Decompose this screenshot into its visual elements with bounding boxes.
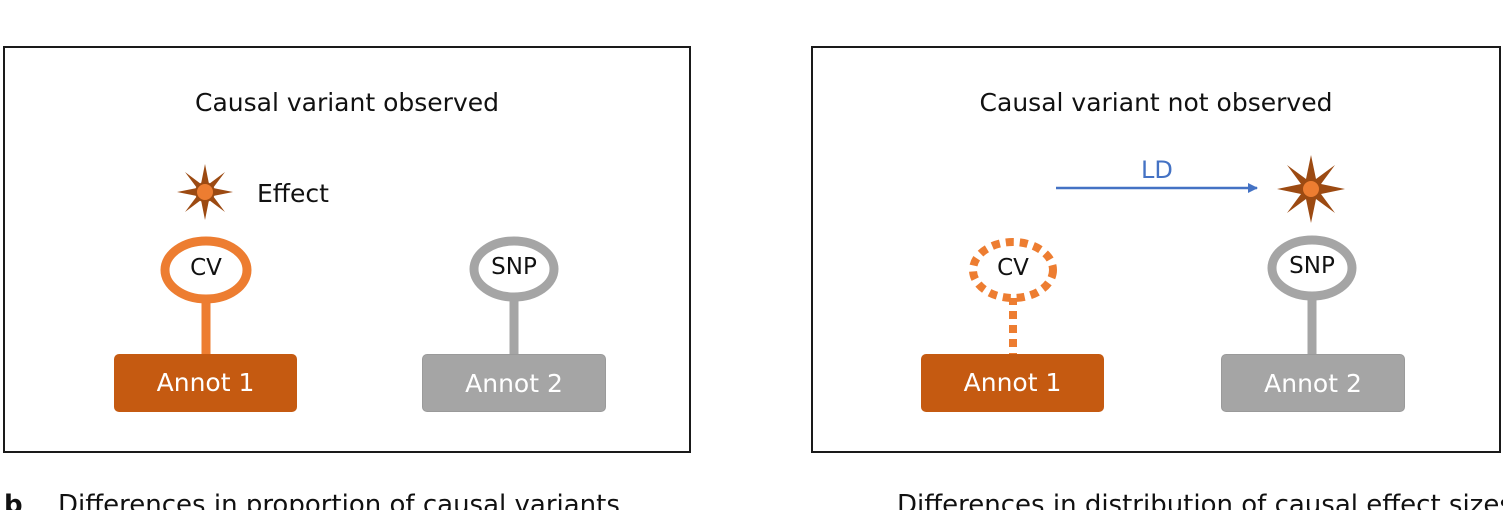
right-caption-partial: Differences in distribution of causal ef… bbox=[897, 490, 1503, 510]
left-caption-partial: Differences in proportion of causal vari… bbox=[58, 490, 620, 510]
panel-letter-b: b bbox=[4, 490, 23, 510]
cv-ring-dashed bbox=[969, 238, 1057, 302]
annot-2-box: Annot 2 bbox=[422, 354, 606, 412]
snp-label: SNP bbox=[1289, 253, 1335, 279]
panel-title: Causal variant observed bbox=[194, 88, 499, 117]
effect-star-icon bbox=[1277, 155, 1345, 223]
effect-star-icon bbox=[177, 164, 233, 220]
annot-1-box: Annot 1 bbox=[921, 354, 1104, 412]
cv-label: CV bbox=[997, 255, 1029, 281]
annot-2-box: Annot 2 bbox=[1221, 354, 1405, 412]
snp-ring bbox=[1267, 235, 1357, 301]
snp-label: SNP bbox=[491, 254, 537, 280]
panel-title: Causal variant not observed bbox=[979, 88, 1333, 117]
effect-label: Effect bbox=[257, 179, 329, 208]
cv-label: CV bbox=[190, 255, 222, 281]
panel-causal-variant-observed: Causal variant observed Effect CV SNP An… bbox=[3, 46, 691, 453]
snp-ring bbox=[469, 236, 559, 302]
left-diagram-graphics bbox=[160, 164, 559, 354]
cv-ring bbox=[160, 236, 252, 304]
right-diagram-graphics bbox=[969, 155, 1357, 354]
annot-1-box: Annot 1 bbox=[114, 354, 297, 412]
panel-causal-variant-not-observed: Causal variant not observed LD CV SNP An… bbox=[811, 46, 1501, 453]
ld-label: LD bbox=[1141, 156, 1173, 184]
